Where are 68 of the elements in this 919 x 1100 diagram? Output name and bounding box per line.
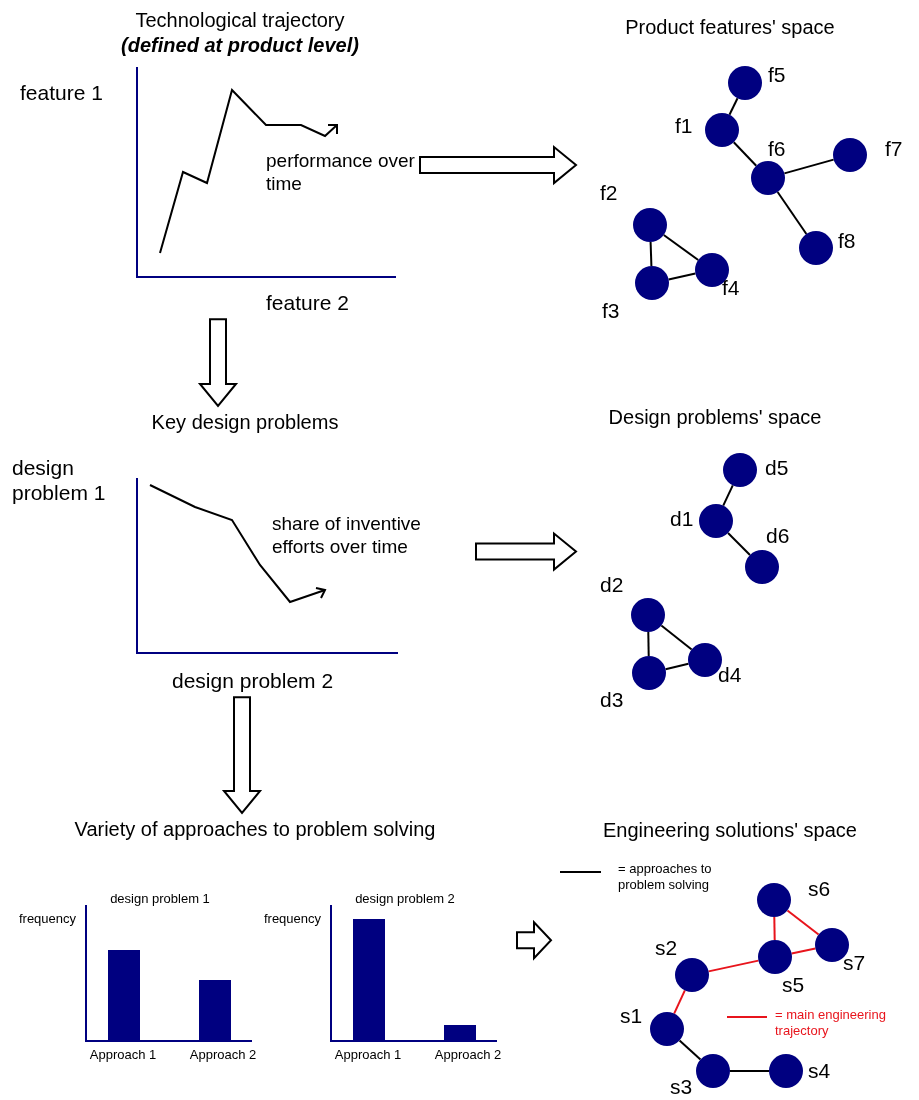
chart-title: design problem 2: [354, 891, 456, 907]
legend-label: = approaches to problem solving: [618, 861, 713, 893]
node-label: s4: [808, 1058, 831, 1084]
section-title: Design problems' space: [607, 405, 823, 429]
node-label: d4: [718, 662, 742, 688]
category-label: Approach 1: [88, 1047, 158, 1063]
block-arrow: [516, 919, 553, 961]
category-label: Approach 2: [433, 1047, 503, 1063]
section-title: Engineering solutions' space: [602, 818, 858, 842]
node-label: s1: [620, 1003, 643, 1029]
chart-annotation: share of inventive efforts over time: [272, 513, 422, 559]
connector-line: [707, 959, 760, 973]
connector-line: [783, 158, 835, 175]
connector-line: [786, 909, 820, 936]
section-title: Key design problems: [150, 410, 340, 434]
node-label: d3: [600, 687, 624, 713]
category-label: Approach 2: [188, 1047, 258, 1063]
node-label: d5: [765, 455, 789, 481]
node-label: f8: [838, 228, 856, 254]
node-label: f3: [602, 298, 620, 324]
axis-label: design problem 2: [172, 668, 335, 694]
node-label: f6: [768, 136, 786, 162]
connector-line: [732, 141, 758, 167]
connector-line: [678, 1039, 702, 1061]
block-arrow: [475, 531, 578, 572]
legend-label: = main engineering trajectory: [775, 1007, 887, 1039]
connector-line: [773, 916, 776, 941]
connector-line: [728, 97, 739, 116]
node-label: d6: [766, 523, 790, 549]
node-label: d1: [670, 506, 694, 532]
connector-line: [790, 947, 817, 955]
node-label: s2: [655, 935, 678, 961]
node-label: f2: [600, 180, 618, 206]
connector-line: [727, 532, 751, 556]
section-title: Technological trajectory: [134, 8, 346, 32]
connector-line: [664, 662, 690, 671]
connector-line: [776, 191, 808, 235]
block-arrow: [419, 145, 578, 186]
block-arrow: [197, 318, 239, 408]
node-label: s5: [782, 972, 805, 998]
connector-line: [660, 624, 693, 651]
connector-line: [729, 1070, 770, 1072]
block-arrow: [221, 696, 263, 815]
connector-line: [722, 484, 734, 507]
node-label: f5: [768, 62, 786, 88]
section-subtitle: (defined at product level): [120, 33, 360, 57]
node-label: f7: [885, 136, 903, 162]
node-label: s7: [843, 950, 866, 976]
node-label: s3: [670, 1074, 693, 1100]
chart-title: design problem 1: [109, 891, 211, 907]
node-label: d2: [600, 572, 624, 598]
axis-label: frequency: [17, 911, 78, 927]
node-label: f1: [675, 113, 693, 139]
connector-line: [667, 272, 697, 281]
section-title: Variety of approaches to problem solving: [73, 817, 437, 841]
connector-line: [662, 234, 700, 261]
axis-label: feature 2: [266, 290, 350, 316]
section-title: Product features' space: [624, 15, 836, 39]
axis-label: feature 1: [20, 80, 104, 106]
axis-label: frequency: [262, 911, 323, 927]
connector-line: [673, 989, 686, 1015]
node-label: f4: [722, 275, 740, 301]
axis-label: design problem 1: [12, 455, 107, 506]
connector-line: [647, 631, 650, 657]
node-label: s6: [808, 876, 831, 902]
connector-line: [649, 241, 653, 267]
chart-annotation: performance over time: [266, 150, 416, 196]
category-label: Approach 1: [333, 1047, 403, 1063]
